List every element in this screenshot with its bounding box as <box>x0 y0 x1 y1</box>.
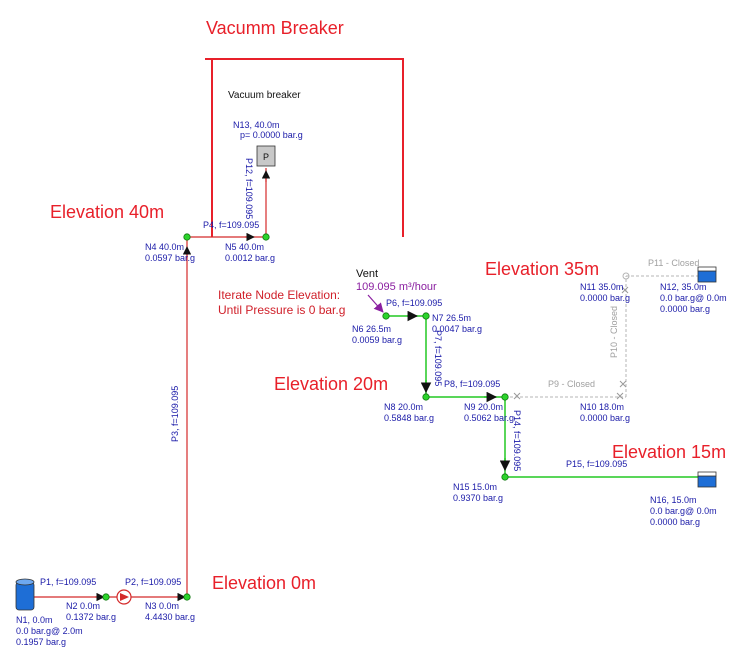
node-n1-name: N1, 0.0m <box>16 615 53 625</box>
pipe-label-p2: P2, f=109.095 <box>125 577 181 587</box>
red-pipes <box>34 168 271 602</box>
closed-valve-icon <box>616 392 624 400</box>
junction-nodes <box>102 233 509 601</box>
vacuum-breaker-frame <box>205 58 404 237</box>
node-n5-name: N5 40.0m <box>225 242 264 252</box>
vent-arrow-icon <box>367 294 384 313</box>
node-n7-name: N7 26.5m <box>432 313 471 323</box>
pipe-label-p3: P3, f=109.095 <box>170 386 180 442</box>
pipe-label-p14: P14, f=109.095 <box>512 410 522 471</box>
note-line-1: Iterate Node Elevation: <box>218 288 340 302</box>
node-n6-name: N6 26.5m <box>352 324 391 334</box>
node-n12-line3: 0.0000 bar.g <box>660 304 710 314</box>
node-n9-pressure: 0.5062 bar.g <box>464 413 514 423</box>
node-n2-name: N2 0.0m <box>66 601 100 611</box>
note-line-2: Until Pressure is 0 bar.g <box>218 303 345 317</box>
pipe-label-p15: P15, f=109.095 <box>566 459 627 469</box>
pipe-label-p10: P10 - Closed <box>609 306 619 358</box>
node-n8[interactable] <box>422 393 430 401</box>
title-elevation-20: Elevation 20m <box>274 374 388 394</box>
closed-valve-icon <box>621 286 629 294</box>
node-n1-line3: 0.1957 bar.g <box>16 637 66 647</box>
node-n6[interactable] <box>382 312 390 320</box>
pressure-icon[interactable]: P <box>256 145 276 167</box>
node-n3-name: N3 0.0m <box>145 601 179 611</box>
node-n9[interactable] <box>501 393 509 401</box>
node-n16-name: N16, 15.0m <box>650 495 697 505</box>
vent-label: Vent <box>356 268 378 280</box>
vent-flow: 109.095 m³/hour <box>356 281 437 293</box>
node-n3-pressure: 4.4430 bar.g <box>145 612 195 622</box>
pipe-label-p9: P9 - Closed <box>548 379 595 389</box>
node-n9-name: N9 20.0m <box>464 402 503 412</box>
green-pipes <box>386 310 698 478</box>
title-elevation-35: Elevation 35m <box>485 259 599 279</box>
node-n5-pressure: 0.0012 bar.g <box>225 253 275 263</box>
node-n5[interactable] <box>262 233 270 241</box>
node-n16-line2: 0.0 bar.g@ 0.0m <box>650 506 717 516</box>
node-n8-name: N8 20.0m <box>384 402 423 412</box>
node-n11-name: N11 35.0m <box>580 282 623 292</box>
node-n12-name: N12, 35.0m <box>660 282 707 292</box>
title-elevation-0: Elevation 0m <box>212 573 316 593</box>
pipe-label-p8: P8, f=109.095 <box>444 379 500 389</box>
node-n10-name: N10 18.0m <box>580 402 624 412</box>
node-n3[interactable] <box>183 593 191 601</box>
closed-valve-icon <box>619 380 627 388</box>
node-n4-name: N4 40.0m <box>145 242 184 252</box>
node-n6-pressure: 0.0059 bar.g <box>352 335 402 345</box>
node-n7[interactable] <box>422 312 430 320</box>
node-n2-pressure: 0.1372 bar.g <box>66 612 116 622</box>
pipe-label-p11: P11 - Closed <box>648 258 699 268</box>
reservoir-icon[interactable] <box>15 578 35 611</box>
node-n1-line2: 0.0 bar.g@ 2.0m <box>16 626 83 636</box>
node-n4[interactable] <box>183 233 191 241</box>
node-n12-line2: 0.0 bar.g@ 0.0m <box>660 293 727 303</box>
pipe-label-p1: P1, f=109.095 <box>40 577 96 587</box>
node-n15[interactable] <box>501 473 509 481</box>
node-n15-name: N15 15.0m <box>453 482 497 492</box>
node-n2[interactable] <box>102 593 110 601</box>
node-n7-pressure: 0.0047 bar.g <box>432 324 482 334</box>
pipe-label-p12: P12, f=109.095 <box>244 158 254 219</box>
closed-pipes <box>505 272 700 400</box>
vacuum-breaker-label: Vacuum breaker <box>228 90 301 101</box>
node-n13-name: N13, 40.0m <box>233 120 280 130</box>
closed-valve-icon <box>513 392 521 400</box>
node-n13-pressure: p= 0.0000 bar.g <box>240 130 303 140</box>
pipe-label-p4: P4, f=109.095 <box>203 220 259 230</box>
node-n16-line3: 0.0000 bar.g <box>650 517 700 527</box>
tank-icon[interactable] <box>697 471 717 488</box>
tank-icon[interactable] <box>697 266 717 283</box>
title-elevation-40: Elevation 40m <box>50 202 164 222</box>
node-n15-pressure: 0.9370 bar.g <box>453 493 503 503</box>
title-vacuum-breaker: Vacumm Breaker <box>206 18 344 38</box>
node-n10-pressure: 0.0000 bar.g <box>580 413 630 423</box>
node-n11-pressure: 0.0000 bar.g <box>580 293 630 303</box>
pipe-label-p7: P7, f=109.095 <box>433 330 443 386</box>
node-n8-pressure: 0.5848 bar.g <box>384 413 434 423</box>
pump-icon[interactable] <box>116 589 132 605</box>
title-elevation-15: Elevation 15m <box>612 442 726 462</box>
pressure-icon-letter: P <box>263 152 269 162</box>
node-n4-pressure: 0.0597 bar.g <box>145 253 195 263</box>
pipe-label-p6: P6, f=109.095 <box>386 298 442 308</box>
